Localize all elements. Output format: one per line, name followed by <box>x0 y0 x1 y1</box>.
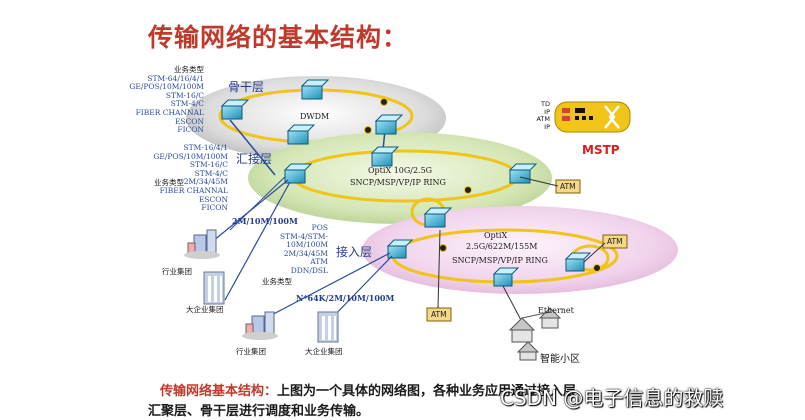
service-item: 2M/34/45M <box>283 248 328 258</box>
aggregation-node-top <box>370 146 400 167</box>
atm-box-top <box>555 179 581 194</box>
aggregation-plate <box>248 132 552 224</box>
atm-label-top: ATM <box>560 182 576 191</box>
service-item: STM-4/C <box>170 99 204 109</box>
backbone-node-left <box>220 99 250 120</box>
industry-group-label-2: 行业集团 <box>236 347 266 356</box>
csdn-watermark: CSDN @电子信息的救赎 <box>500 386 724 410</box>
link-rate-lower: N*64K/2M/10M/100M <box>296 293 395 303</box>
smart-community-label: 智能小区 <box>540 354 580 365</box>
access-layer-label: 接入层 <box>336 245 373 259</box>
mstp-inputs: TD IP ATM IP <box>532 100 550 131</box>
access-node-bottom <box>492 267 520 287</box>
access-plate <box>362 206 678 294</box>
industry-group-icon-2 <box>242 311 278 340</box>
service-list-access: POS STM-4/STM- 10M/100M 2M/34/45M ATM DD… <box>270 223 328 276</box>
access-ring-label-1: OptiX <box>484 231 508 240</box>
mstp-input: TD <box>541 100 550 108</box>
service-item: FIBER CHANNAL <box>159 185 228 195</box>
industry-group-label-1: 行业集团 <box>162 267 192 276</box>
aggregation-node-left <box>283 163 313 184</box>
large-enterprise-label-2: 大企业集团 <box>305 347 343 356</box>
mstp-label: MSTP <box>582 143 620 157</box>
service-item: STM-16/C <box>189 160 228 170</box>
aggregation-node-bottom <box>423 207 453 228</box>
service-item: STM-4/C <box>194 168 228 178</box>
large-enterprise-icon-1 <box>203 271 225 305</box>
service-heading-access: 业务类型 <box>262 277 292 286</box>
atm-box-bottom <box>426 307 452 322</box>
caption-line-1: 传输网络基本结构：上图为一个具体的网络图，各种业务应用通过接入层、 <box>160 380 589 399</box>
access-node-right <box>564 252 592 272</box>
mstp-input: IP <box>544 122 550 131</box>
aggregation-layer-label: 汇接层 <box>236 152 273 166</box>
page-title: 传输网络的基本结构： <box>148 23 409 52</box>
service-item: ESCON <box>198 194 228 204</box>
access-ring-label-3: SNCP/MSP/VP/IP RING <box>452 256 548 265</box>
service-item: STM-16/C <box>165 90 204 100</box>
mstp-device-icon <box>554 101 631 133</box>
service-item: ESCON <box>174 116 204 126</box>
backbone-node-right <box>374 114 404 135</box>
aggregation-ring-label-2: SNCP/MSP/VP/IP RING <box>350 178 446 187</box>
aggregation-node-right <box>508 163 538 184</box>
service-item: FICON <box>177 125 204 135</box>
service-item: GE/POS/10M/100M <box>129 82 204 92</box>
dwdm-ring-label: DWDM <box>300 112 330 121</box>
service-item: POS <box>311 223 328 232</box>
service-heading-top: 业务类型 <box>174 65 204 74</box>
ethernet-label: Ethernet <box>538 306 574 315</box>
mstp-input: IP <box>544 107 550 116</box>
backbone-node-bottom <box>286 124 316 145</box>
large-enterprise-icon-2 <box>317 311 339 343</box>
caption-line-2: 汇聚层、骨干层进行调度和业务传输。 <box>148 404 370 419</box>
access-ring-label-2: 2.5G/622M/155M <box>466 242 538 251</box>
smart-community-icon <box>508 307 562 361</box>
mstp-input: ATM <box>536 115 550 123</box>
service-list-top: 业务类型 STM-64/16/4/1 GE/POS/10M/100M STM-1… <box>118 65 204 135</box>
backbone-layer-label: 骨干层 <box>228 80 265 94</box>
service-heading-mid: 业务类型 <box>154 178 184 187</box>
service-item: DDN/DSL <box>290 265 328 275</box>
service-item: GE/POS/10M/100M <box>153 151 228 161</box>
large-enterprise-label-1: 大企业集团 <box>186 305 224 314</box>
service-item: FICON <box>201 203 228 213</box>
atm-box-right <box>602 234 628 249</box>
service-item: 10M/100M <box>286 240 328 250</box>
access-node-left <box>386 239 414 259</box>
link-rate-upper: 2M/10M/100M <box>232 216 298 226</box>
service-item: ATM <box>310 257 328 267</box>
service-list-mid: STM-16/4/1 GE/POS/10M/100M STM-16/C STM-… <box>140 143 229 213</box>
industry-group-icon-1 <box>184 229 220 259</box>
service-item: 2M/34/45M <box>183 177 228 187</box>
service-item: STM-16/4/1 <box>183 143 229 152</box>
service-item: FIBER CHANNAL <box>135 107 204 117</box>
backbone-node-top <box>300 79 330 100</box>
atm-label-bottom: ATM <box>431 310 447 319</box>
service-item: STM-4/STM- <box>279 231 328 241</box>
caption-lead: 传输网络基本结构： <box>160 384 278 399</box>
caption-text-1: 上图为一个具体的网络图，各种业务应用通过接入层、 <box>277 384 590 399</box>
aggregation-ring-label-1: OptiX 10G/2.5G <box>368 166 433 175</box>
atm-label-right: ATM <box>607 237 623 246</box>
service-item: STM-64/16/4/1 <box>147 73 204 83</box>
